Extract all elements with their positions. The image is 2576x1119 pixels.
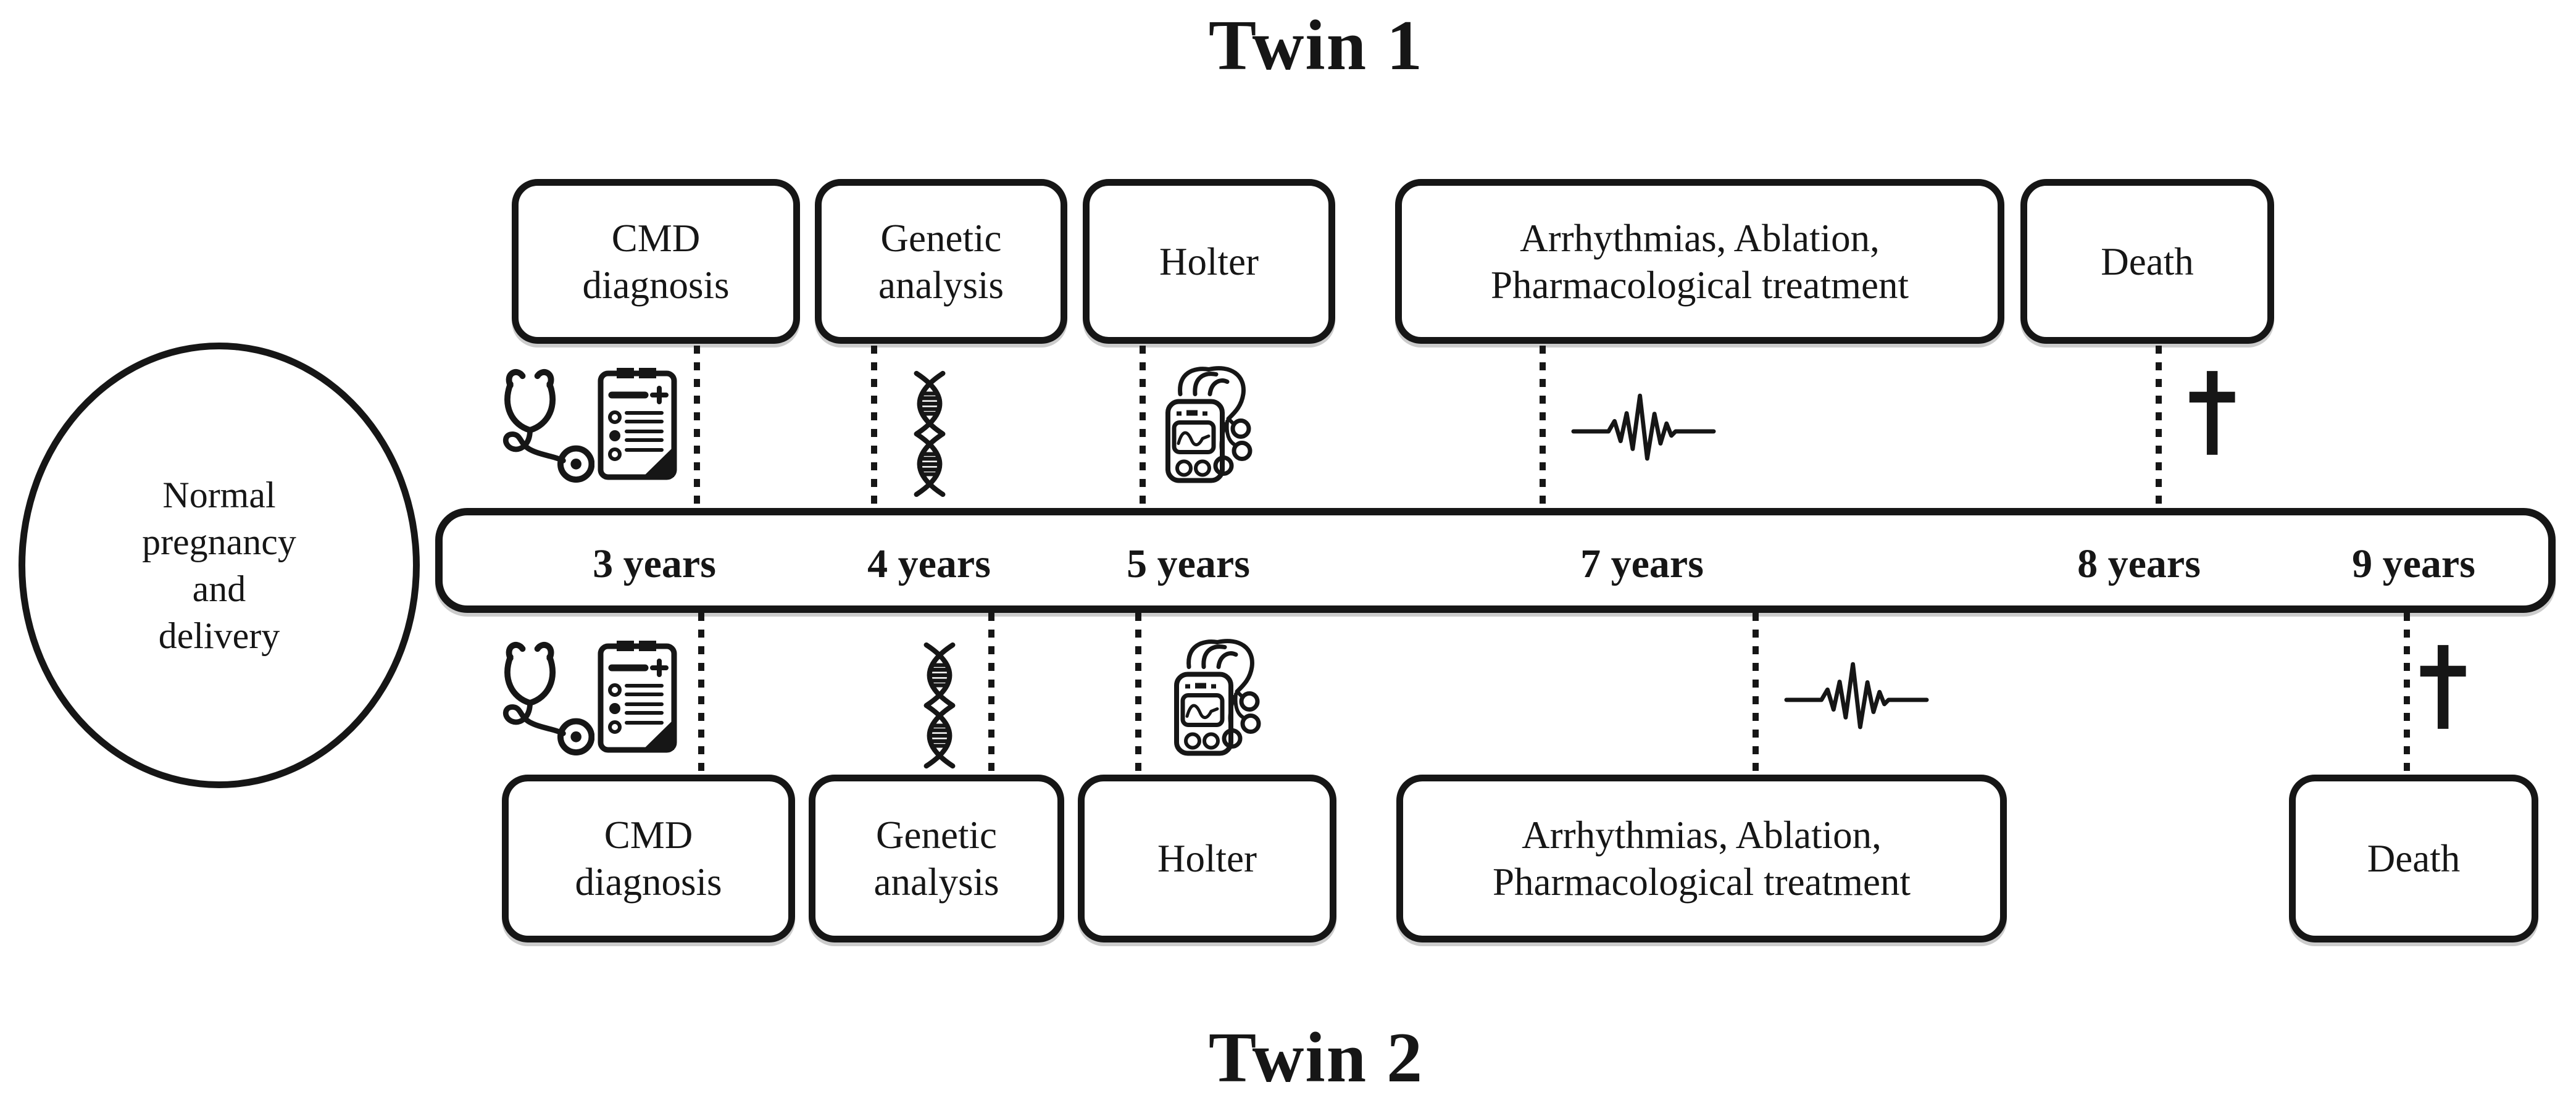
dotted-connector (1135, 613, 1141, 775)
dotted-connector (988, 613, 994, 775)
ecg-waveform-icon (1571, 393, 1716, 461)
dotted-connector (1140, 346, 1146, 507)
dotted-connector (2156, 346, 2162, 507)
twin2-box-death: Death (2289, 775, 2538, 942)
twin1-box-arrhythmias-treatment: Arrhythmias, Ablation, Pharmacological t… (1395, 179, 2004, 344)
medical-report-icon (598, 368, 677, 480)
holter-monitor-icon (1174, 639, 1261, 756)
origin-label-line: delivery (158, 615, 280, 656)
cross-icon (2420, 645, 2466, 729)
medical-report-icon (598, 641, 677, 753)
twin2-box-cmd-diagnosis: CMD diagnosis (502, 775, 795, 942)
twin2-box-genetic-analysis: Genetic analysis (809, 775, 1064, 942)
ecg-waveform-icon (1784, 662, 1929, 730)
year-label-8: 8 years (2077, 541, 2201, 586)
origin-label-line: and (192, 568, 246, 609)
dotted-connector (698, 613, 704, 775)
twin1-box-death: Death (2020, 179, 2274, 344)
dotted-connector (2404, 613, 2410, 775)
origin-label-line: pregnancy (142, 522, 296, 562)
origin-circle: Normal pregnancy and delivery (19, 343, 420, 788)
stethoscope-icon (502, 642, 594, 755)
dotted-connector (1753, 613, 1759, 775)
holter-monitor-icon (1165, 366, 1253, 483)
twin1-box-cmd-diagnosis: CMD diagnosis (512, 179, 800, 344)
timeline-bar (435, 508, 2556, 613)
year-label-3: 3 years (593, 541, 716, 586)
dotted-connector (694, 346, 700, 507)
year-label-5: 5 years (1127, 541, 1250, 586)
cross-icon (2189, 371, 2235, 455)
year-label-7: 7 years (1580, 541, 1704, 586)
twin1-box-holter: Holter (1083, 179, 1335, 344)
dotted-connector (1540, 346, 1546, 507)
dna-icon (923, 642, 956, 769)
origin-label: Normal pregnancy and delivery (142, 472, 296, 659)
twin2-box-arrhythmias-treatment: Arrhythmias, Ablation, Pharmacological t… (1396, 775, 2007, 942)
year-label-4: 4 years (867, 541, 991, 586)
year-label-9: 9 years (2352, 541, 2475, 586)
origin-label-line: Normal (162, 475, 276, 515)
dotted-connector (871, 346, 877, 507)
stethoscope-icon (502, 369, 594, 483)
twin1-box-genetic-analysis: Genetic analysis (815, 179, 1067, 344)
twin2-title: Twin 2 (1208, 1018, 1424, 1097)
dna-icon (914, 370, 946, 497)
twin2-box-holter: Holter (1078, 775, 1336, 942)
twin1-title: Twin 1 (1208, 6, 1424, 85)
